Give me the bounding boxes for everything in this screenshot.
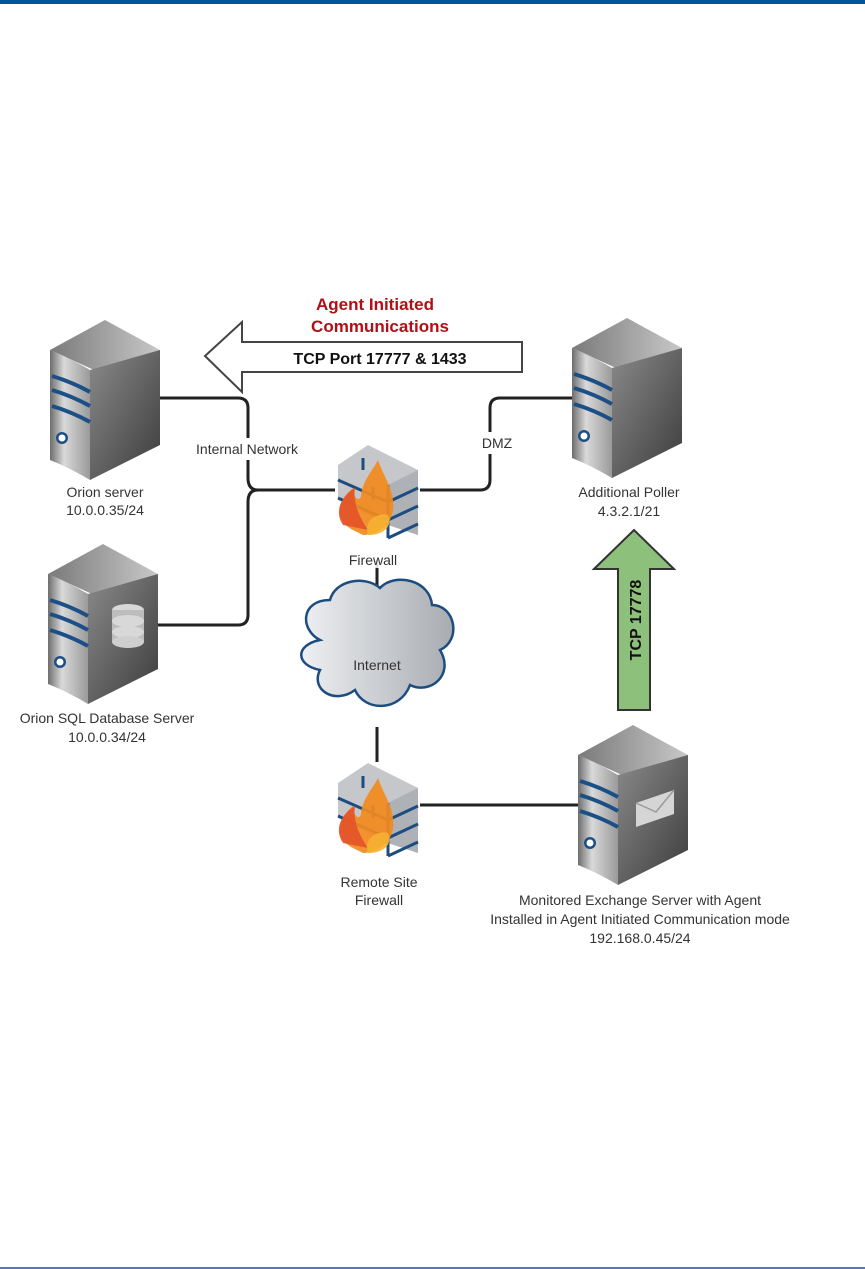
footer-bar xyxy=(0,1267,865,1269)
server-icon xyxy=(572,318,682,478)
poller-name: Additional Poller xyxy=(578,484,680,500)
additional-poller-node[interactable]: Additional Poller 4.3.2.1/21 xyxy=(572,318,682,519)
orion-server-node[interactable]: Orion server 10.0.0.35/24 xyxy=(50,320,160,518)
sql-to-firewall-link xyxy=(158,488,259,627)
internet-label: Internet xyxy=(353,657,401,673)
firewall-icon xyxy=(336,761,420,858)
orion-server-ip: 10.0.0.35/24 xyxy=(66,502,144,518)
database-icon xyxy=(112,604,144,648)
cloud-icon xyxy=(300,578,455,708)
header-bar xyxy=(0,0,865,4)
exchange-server-line2: Installed in Agent Initiated Communicati… xyxy=(490,911,790,927)
remote-firewall-node[interactable]: Remote Site Firewall xyxy=(336,761,420,908)
server-icon xyxy=(50,320,160,480)
firewall-node[interactable]: Firewall xyxy=(335,443,420,568)
ports-arrow-label: TCP Port 17777 & 1433 xyxy=(293,351,466,368)
sql-server-name: Orion SQL Database Server xyxy=(20,710,195,726)
remote-firewall-line1: Remote Site xyxy=(340,874,417,890)
sql-server-node[interactable]: Orion SQL Database Server 10.0.0.34/24 xyxy=(20,544,195,745)
poller-ip: 4.3.2.1/21 xyxy=(598,503,660,519)
diagram-title-line2: Communications xyxy=(311,317,449,336)
poller-arrow-label: TCP 17778 xyxy=(628,580,645,661)
ports-arrow: TCP Port 17777 & 1433 xyxy=(203,319,523,395)
firewall-icon xyxy=(336,443,420,540)
dmz-label: DMZ xyxy=(482,435,513,451)
poller-arrow: TCP 17778 xyxy=(591,528,677,711)
exchange-server-line1: Monitored Exchange Server with Agent xyxy=(519,892,761,908)
exchange-server-node[interactable]: Monitored Exchange Server with Agent Ins… xyxy=(490,725,790,946)
internal-network-label: Internal Network xyxy=(196,441,299,457)
remote-firewall-line2: Firewall xyxy=(355,892,403,908)
envelope-icon xyxy=(635,789,675,827)
orion-server-name: Orion server xyxy=(66,484,143,500)
firewall-label: Firewall xyxy=(349,552,397,568)
exchange-server-ip: 192.168.0.45/24 xyxy=(589,930,690,946)
internet-node[interactable]: Internet xyxy=(300,578,455,708)
sql-server-ip: 10.0.0.34/24 xyxy=(68,729,146,745)
diagram-title-line1: Agent Initiated xyxy=(316,295,434,314)
